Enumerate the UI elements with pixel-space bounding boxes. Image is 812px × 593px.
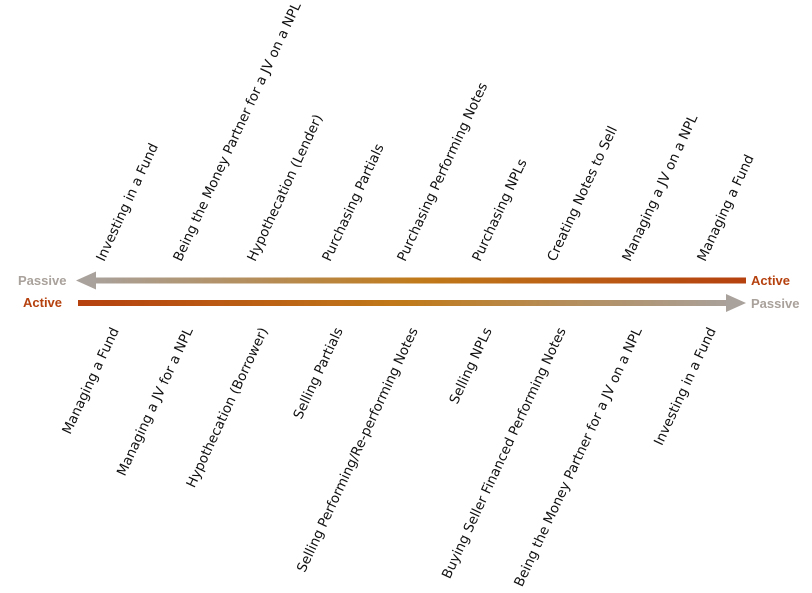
bottom-left-end-label: Active [23, 295, 63, 310]
bottom-arrow [78, 294, 746, 312]
bottom-right-end-label: Passive [751, 296, 800, 311]
top-left-end-label: Passive [18, 273, 67, 288]
top-arrow [76, 271, 746, 290]
top-right-end-label: Active [751, 273, 791, 288]
